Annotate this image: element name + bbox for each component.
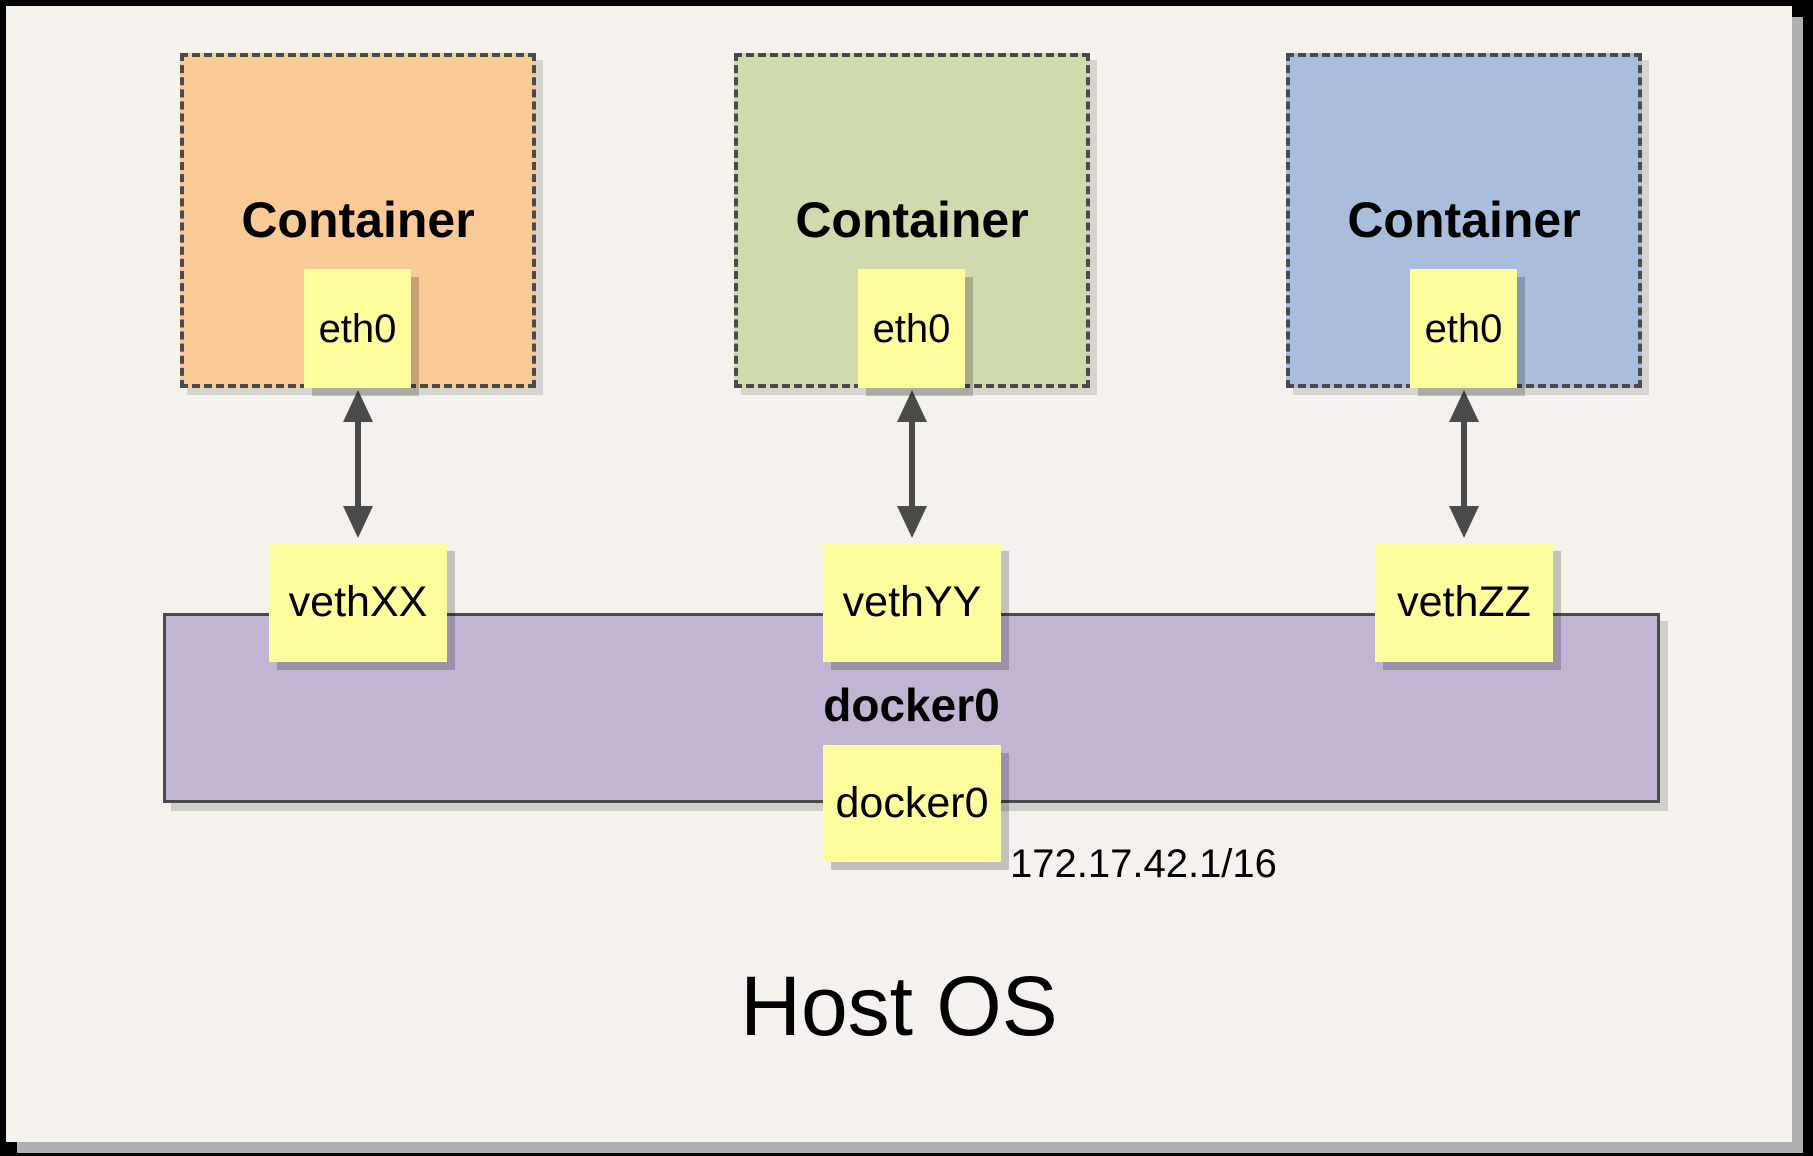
bridge-ip-label: 172.17.42.1/16 [1010,842,1277,886]
container-title-3: Container [1347,192,1581,248]
arrow-shaft [355,416,361,512]
eth0-box-1: eth0 [304,269,411,388]
vethzz-box: vethZZ [1375,543,1553,662]
arrow-shaft [1461,416,1467,512]
eth0-box-3: eth0 [1410,269,1517,388]
arrow-down-head-icon [343,506,373,538]
vethxx-box: vethXX [269,543,447,662]
container-title-1: Container [241,192,475,248]
arrow-down-head-icon [1449,506,1479,538]
docker0-interface-box: docker0 [823,745,1001,862]
veth-connection-arrow-2 [896,390,928,538]
host-os-label: Host OS [740,959,1058,1053]
eth0-box-2: eth0 [858,269,965,388]
docker0-bridge-label: docker0 [823,679,1000,731]
veth-connection-arrow-1 [342,390,374,538]
host-os-box: Container Container Container eth0 eth0 … [6,6,1792,1142]
container-title-2: Container [795,192,1029,248]
veth-connection-arrow-3 [1448,390,1480,538]
vethyy-box: vethYY [823,543,1001,662]
arrow-down-head-icon [897,506,927,538]
arrow-shaft [909,416,915,512]
